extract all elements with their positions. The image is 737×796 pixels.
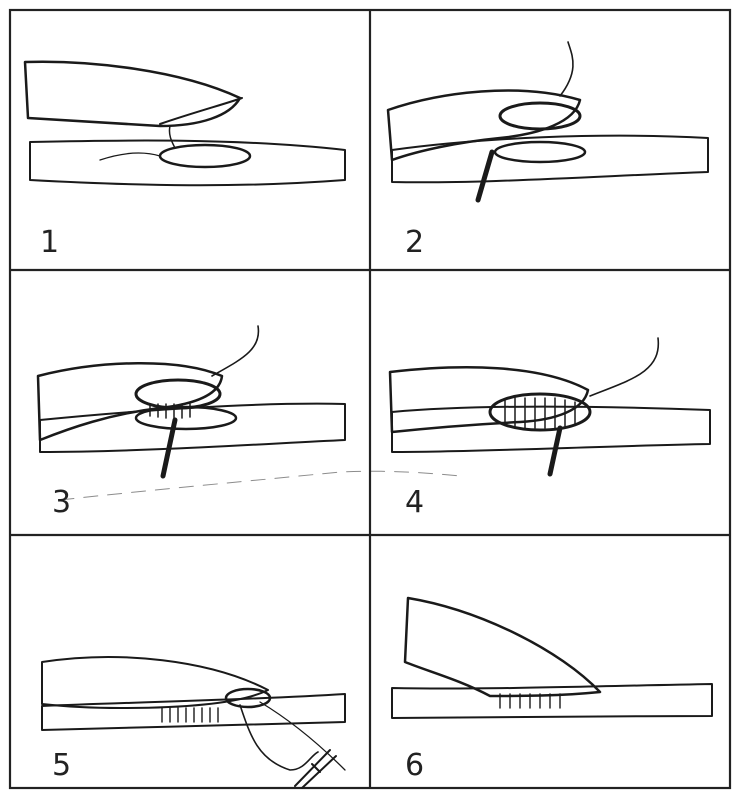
- panel-label: 3: [52, 485, 71, 520]
- panel-label: 1: [40, 225, 59, 260]
- panel-label: 4: [405, 485, 424, 520]
- recipient-vessel: [30, 126, 345, 185]
- recipient-vessel: [392, 684, 712, 718]
- panel-grid: [10, 10, 730, 788]
- graft-vessel: [405, 598, 600, 696]
- panel-1: 1: [25, 62, 345, 260]
- panel-6: 6: [392, 598, 712, 783]
- panel-2: 2: [388, 42, 708, 260]
- graft-vessel: [25, 62, 242, 126]
- suture-thread: [212, 326, 258, 376]
- recipient-vessel: [40, 404, 345, 452]
- needle-holder-tip: [478, 152, 492, 200]
- suture-stitches: [505, 398, 575, 428]
- graft-vessel: [390, 367, 588, 432]
- panel-4: 4: [390, 338, 710, 520]
- suture-stitches: [162, 708, 218, 722]
- recipient-vessel: [392, 136, 708, 183]
- panel-label: 2: [405, 225, 424, 260]
- needle-holder-tip: [550, 428, 560, 474]
- graft-vessel: [42, 657, 270, 708]
- suture-thread: [560, 42, 573, 96]
- panel-3: 3: [38, 326, 345, 520]
- recipient-vessel: [42, 694, 345, 730]
- suture-thread: [590, 338, 658, 396]
- graft-vessel: [388, 91, 580, 160]
- arteriotomy-opening: [160, 145, 250, 167]
- stray-mark: [60, 471, 460, 500]
- panel-5: 5: [42, 657, 345, 788]
- recipient-vessel: [392, 394, 710, 452]
- panel-label: 5: [52, 748, 71, 783]
- suture-thread: [169, 126, 175, 148]
- panel-label: 6: [405, 748, 424, 783]
